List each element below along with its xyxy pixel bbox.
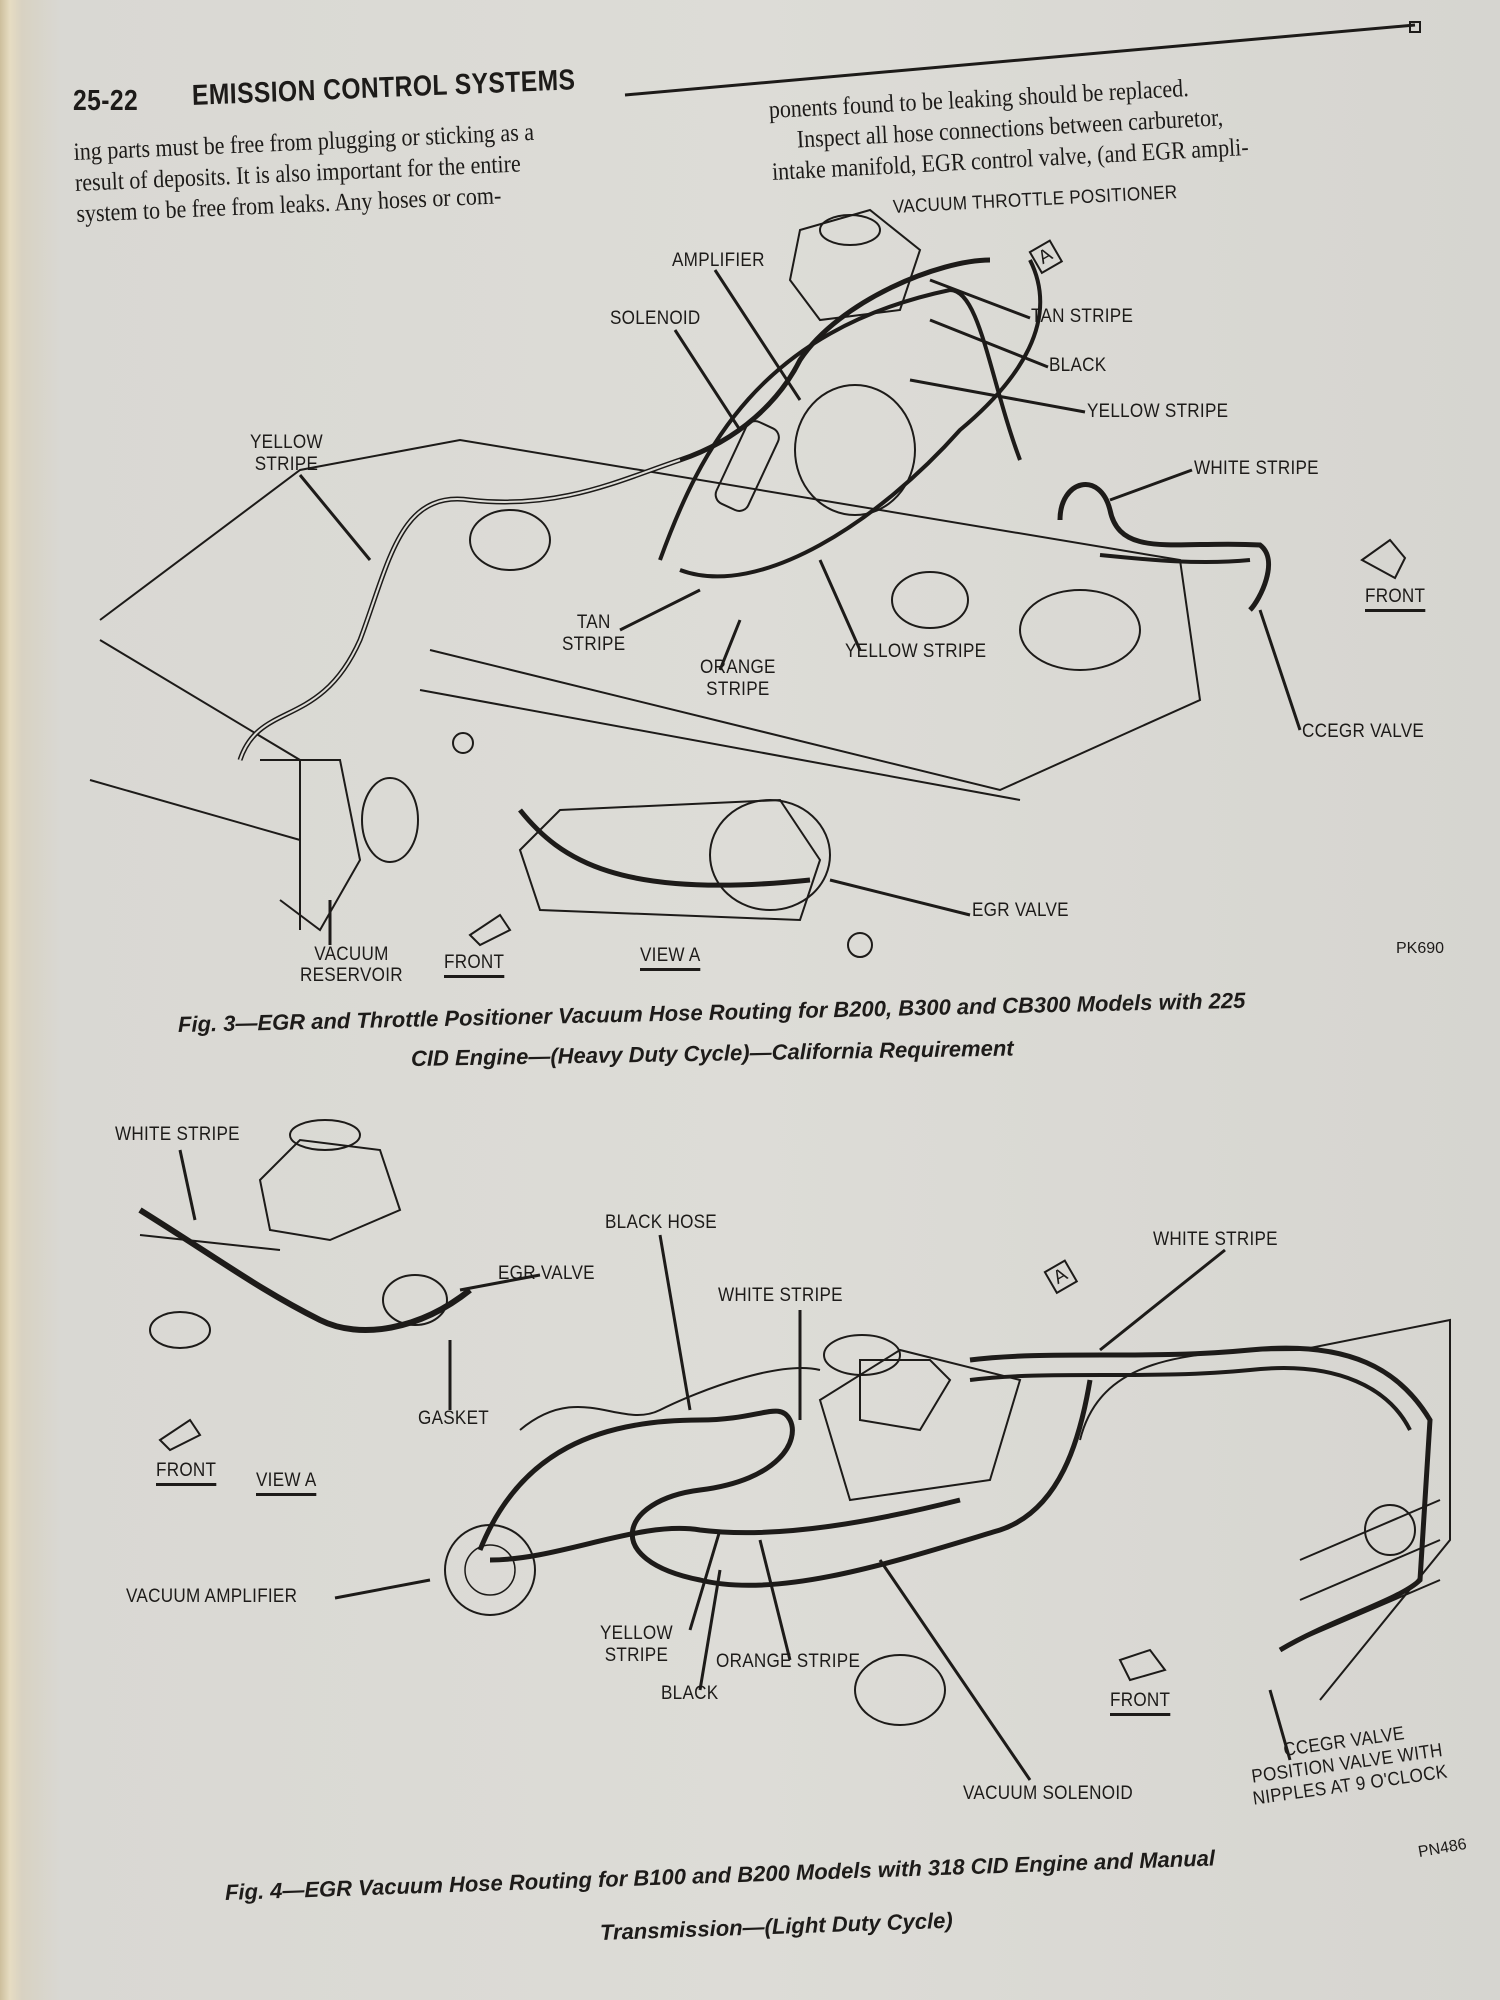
label-black-4: BLACK [661, 1683, 719, 1704]
fig4-drawing [138, 1119, 1451, 1781]
label-gasket: GASKET [418, 1408, 490, 1429]
label-line: STRIPE [604, 1645, 669, 1666]
label-orange-stripe-4: ORANGE STRIPE [716, 1651, 861, 1672]
label-line: RESERVOIR [300, 965, 403, 986]
label-line: YELLOW [250, 432, 323, 453]
label-line: STRIPE [254, 454, 319, 475]
label-vacuum-reservoir: VACUUM RESERVOIR [300, 944, 403, 986]
label-line: TAN [576, 612, 611, 633]
label-vacuum-solenoid: VACUUM SOLENOID [963, 1783, 1134, 1804]
label-yellow-stripe: YELLOW STRIPE [1087, 401, 1229, 422]
label-amplifier: AMPLIFIER [672, 250, 765, 271]
label-vacuum-amplifier: VACUUM AMPLIFIER [126, 1586, 298, 1607]
label-front-right: FRONT [1365, 586, 1426, 612]
label-white-stripe-left: WHITE STRIPE [115, 1124, 240, 1145]
label-egr-valve: EGR VALVE [972, 900, 1069, 921]
label-line: ORANGE [700, 657, 776, 678]
label-yellow-stripe-left: YELLOW STRIPE [250, 432, 323, 476]
label-yellow-stripe-middle: YELLOW STRIPE [845, 641, 987, 662]
label-yellow-stripe-4: YELLOW STRIPE [600, 1623, 673, 1667]
label-front-left: FRONT [444, 952, 505, 978]
label-egr-valve-4: EGR VALVE [498, 1263, 595, 1284]
label-black-hose: BLACK HOSE [605, 1212, 717, 1233]
label-orange-stripe: ORANGE STRIPE [700, 657, 776, 701]
label-line: VACUUM [314, 944, 389, 965]
label-view-a: VIEW A [640, 945, 701, 971]
page-number: 25-22 [73, 85, 139, 117]
label-solenoid: SOLENOID [610, 308, 701, 329]
label-front-left-4: FRONT [156, 1460, 217, 1486]
label-line: STRIPE [706, 679, 770, 700]
label-black: BLACK [1049, 355, 1107, 376]
label-front-right-4: FRONT [1110, 1690, 1171, 1716]
label-tan-stripe-lower: TAN STRIPE [562, 612, 625, 656]
fig3-drawing [89, 21, 1421, 958]
label-white-stripe-right: WHITE STRIPE [1153, 1229, 1278, 1250]
label-view-a-4: VIEW A [256, 1470, 317, 1496]
label-white-stripe-middle: WHITE STRIPE [718, 1285, 843, 1306]
label-tan-stripe: TAN STRIPE [1031, 306, 1134, 327]
label-white-stripe: WHITE STRIPE [1194, 458, 1319, 479]
label-line: STRIPE [562, 634, 626, 655]
label-line: YELLOW [600, 1623, 673, 1644]
figure-code: PK690 [1396, 940, 1445, 957]
label-ccegr-valve: CCEGR VALVE [1302, 721, 1425, 742]
